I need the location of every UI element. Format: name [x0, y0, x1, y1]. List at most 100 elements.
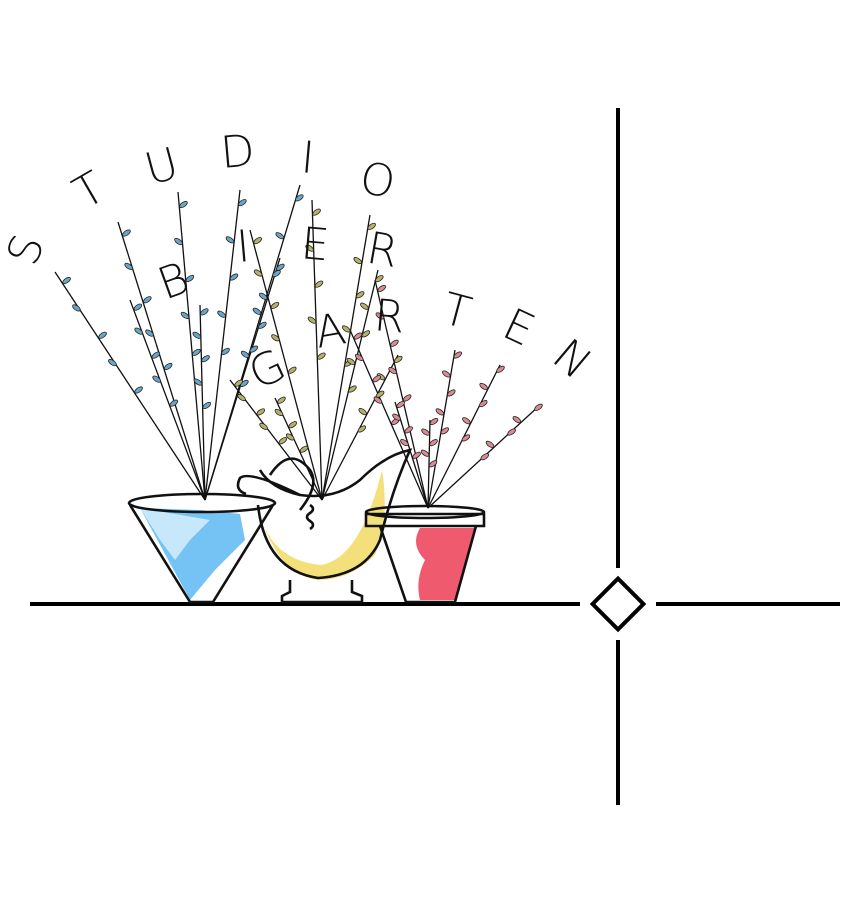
leaf: [496, 365, 505, 373]
leaf: [480, 453, 490, 461]
leaf: [200, 308, 209, 316]
leaf: [180, 311, 190, 319]
leaf: [299, 445, 309, 453]
leaf: [440, 427, 450, 435]
leaf: [355, 291, 365, 299]
leaf: [179, 200, 188, 209]
leaf: [373, 396, 383, 404]
leaf: [358, 408, 368, 416]
letter-t: T: [65, 162, 114, 220]
leaf: [271, 334, 280, 342]
leaf: [442, 370, 451, 378]
leaf: [98, 331, 107, 339]
leaf: [185, 274, 195, 283]
leaf: [62, 276, 71, 285]
leaf: [272, 269, 281, 278]
leaf: [435, 408, 445, 416]
logo-lettering: S T U D I O B I E R G A R T E N: [0, 125, 601, 400]
leaf: [285, 433, 295, 441]
leaf: [287, 366, 297, 374]
leaf: [276, 263, 285, 271]
leaf: [221, 347, 230, 355]
leaf: [305, 244, 314, 252]
leaf: [238, 199, 247, 207]
letter-n: N: [543, 329, 601, 389]
letter-e: E: [299, 218, 331, 271]
leaf: [237, 393, 246, 402]
leaf: [428, 460, 438, 468]
leaf: [258, 321, 267, 329]
leaf: [225, 236, 235, 244]
leaf: [274, 408, 284, 417]
leaf: [420, 449, 430, 457]
leaf: [400, 439, 409, 447]
leaf: [278, 437, 288, 445]
leaf: [429, 417, 439, 426]
leaf: [253, 269, 263, 277]
leaf: [314, 280, 324, 288]
leaf: [353, 332, 363, 340]
leaf: [446, 389, 456, 397]
letter-o: O: [356, 153, 399, 209]
leaf: [234, 379, 243, 387]
leaf: [534, 403, 543, 411]
leaf: [341, 325, 351, 333]
leaf: [348, 385, 357, 393]
leaf: [392, 413, 401, 421]
leaf: [201, 355, 210, 363]
letter-r: R: [363, 223, 402, 279]
leaf: [277, 396, 286, 404]
leaf: [192, 348, 201, 356]
leaf: [152, 375, 161, 383]
leaf: [374, 275, 384, 283]
yellow-jug: [236, 448, 413, 604]
leaf: [453, 351, 463, 359]
leaf: [393, 355, 403, 363]
crosshair-lines: [30, 108, 840, 805]
leaf: [193, 378, 203, 386]
leaf: [192, 331, 202, 339]
leaf: [151, 351, 161, 359]
leaf: [317, 352, 326, 360]
leaves: [62, 194, 543, 468]
leaf: [353, 257, 363, 265]
letter-r2: R: [372, 290, 407, 343]
leaf: [312, 208, 321, 216]
leaf: [202, 401, 212, 410]
leaf: [252, 307, 262, 315]
leaf: [390, 339, 399, 347]
leaf: [133, 303, 143, 311]
leaf: [134, 327, 143, 335]
leaf: [377, 284, 387, 293]
plant-stem: [204, 189, 241, 501]
leaf: [512, 416, 522, 424]
leaf: [478, 400, 488, 408]
leaf: [256, 408, 266, 416]
letter-u: U: [140, 138, 184, 196]
leaf: [346, 357, 356, 365]
letter-i2: I: [235, 221, 252, 273]
leaf: [396, 400, 406, 408]
leaf: [253, 237, 262, 245]
leaf: [388, 367, 397, 375]
leaf: [307, 316, 317, 324]
leaf: [404, 426, 413, 434]
leaf: [354, 353, 364, 361]
letter-e2: E: [495, 299, 542, 357]
leaf: [357, 425, 367, 433]
leaf: [402, 394, 412, 402]
leaf: [240, 350, 250, 358]
blue-pot-stems: [54, 184, 301, 501]
leaf: [229, 273, 239, 281]
red-pot: [364, 504, 486, 604]
leaf: [108, 359, 117, 367]
leaf: [124, 262, 133, 270]
leaf: [258, 292, 268, 300]
leaf: [72, 304, 81, 312]
leaf: [479, 382, 488, 390]
leaf: [295, 194, 304, 202]
leaf: [249, 345, 259, 353]
letter-g: G: [241, 339, 293, 400]
leaf: [367, 222, 376, 230]
diamond-icon: [589, 575, 647, 633]
